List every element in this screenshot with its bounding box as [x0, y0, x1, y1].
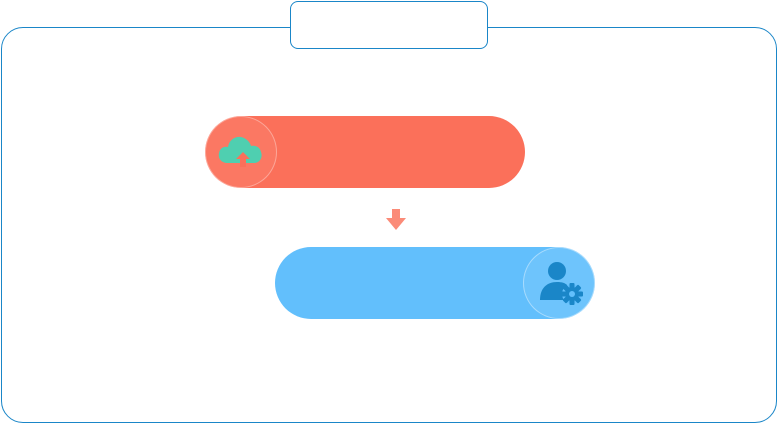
arrow-down-icon: [386, 209, 406, 230]
diagram-title-box: [290, 1, 488, 49]
user-settings-icon: [540, 262, 583, 305]
step-2-label: [295, 247, 511, 319]
step-1-icon-circle: [205, 116, 277, 188]
cloud-upload-icon: [218, 136, 262, 167]
step-2-pill: [275, 247, 595, 319]
step-1-label: [289, 116, 505, 188]
diagram-frame: [1, 27, 777, 423]
step-2-icon-circle: [523, 247, 595, 319]
step-1-pill: [205, 116, 525, 188]
